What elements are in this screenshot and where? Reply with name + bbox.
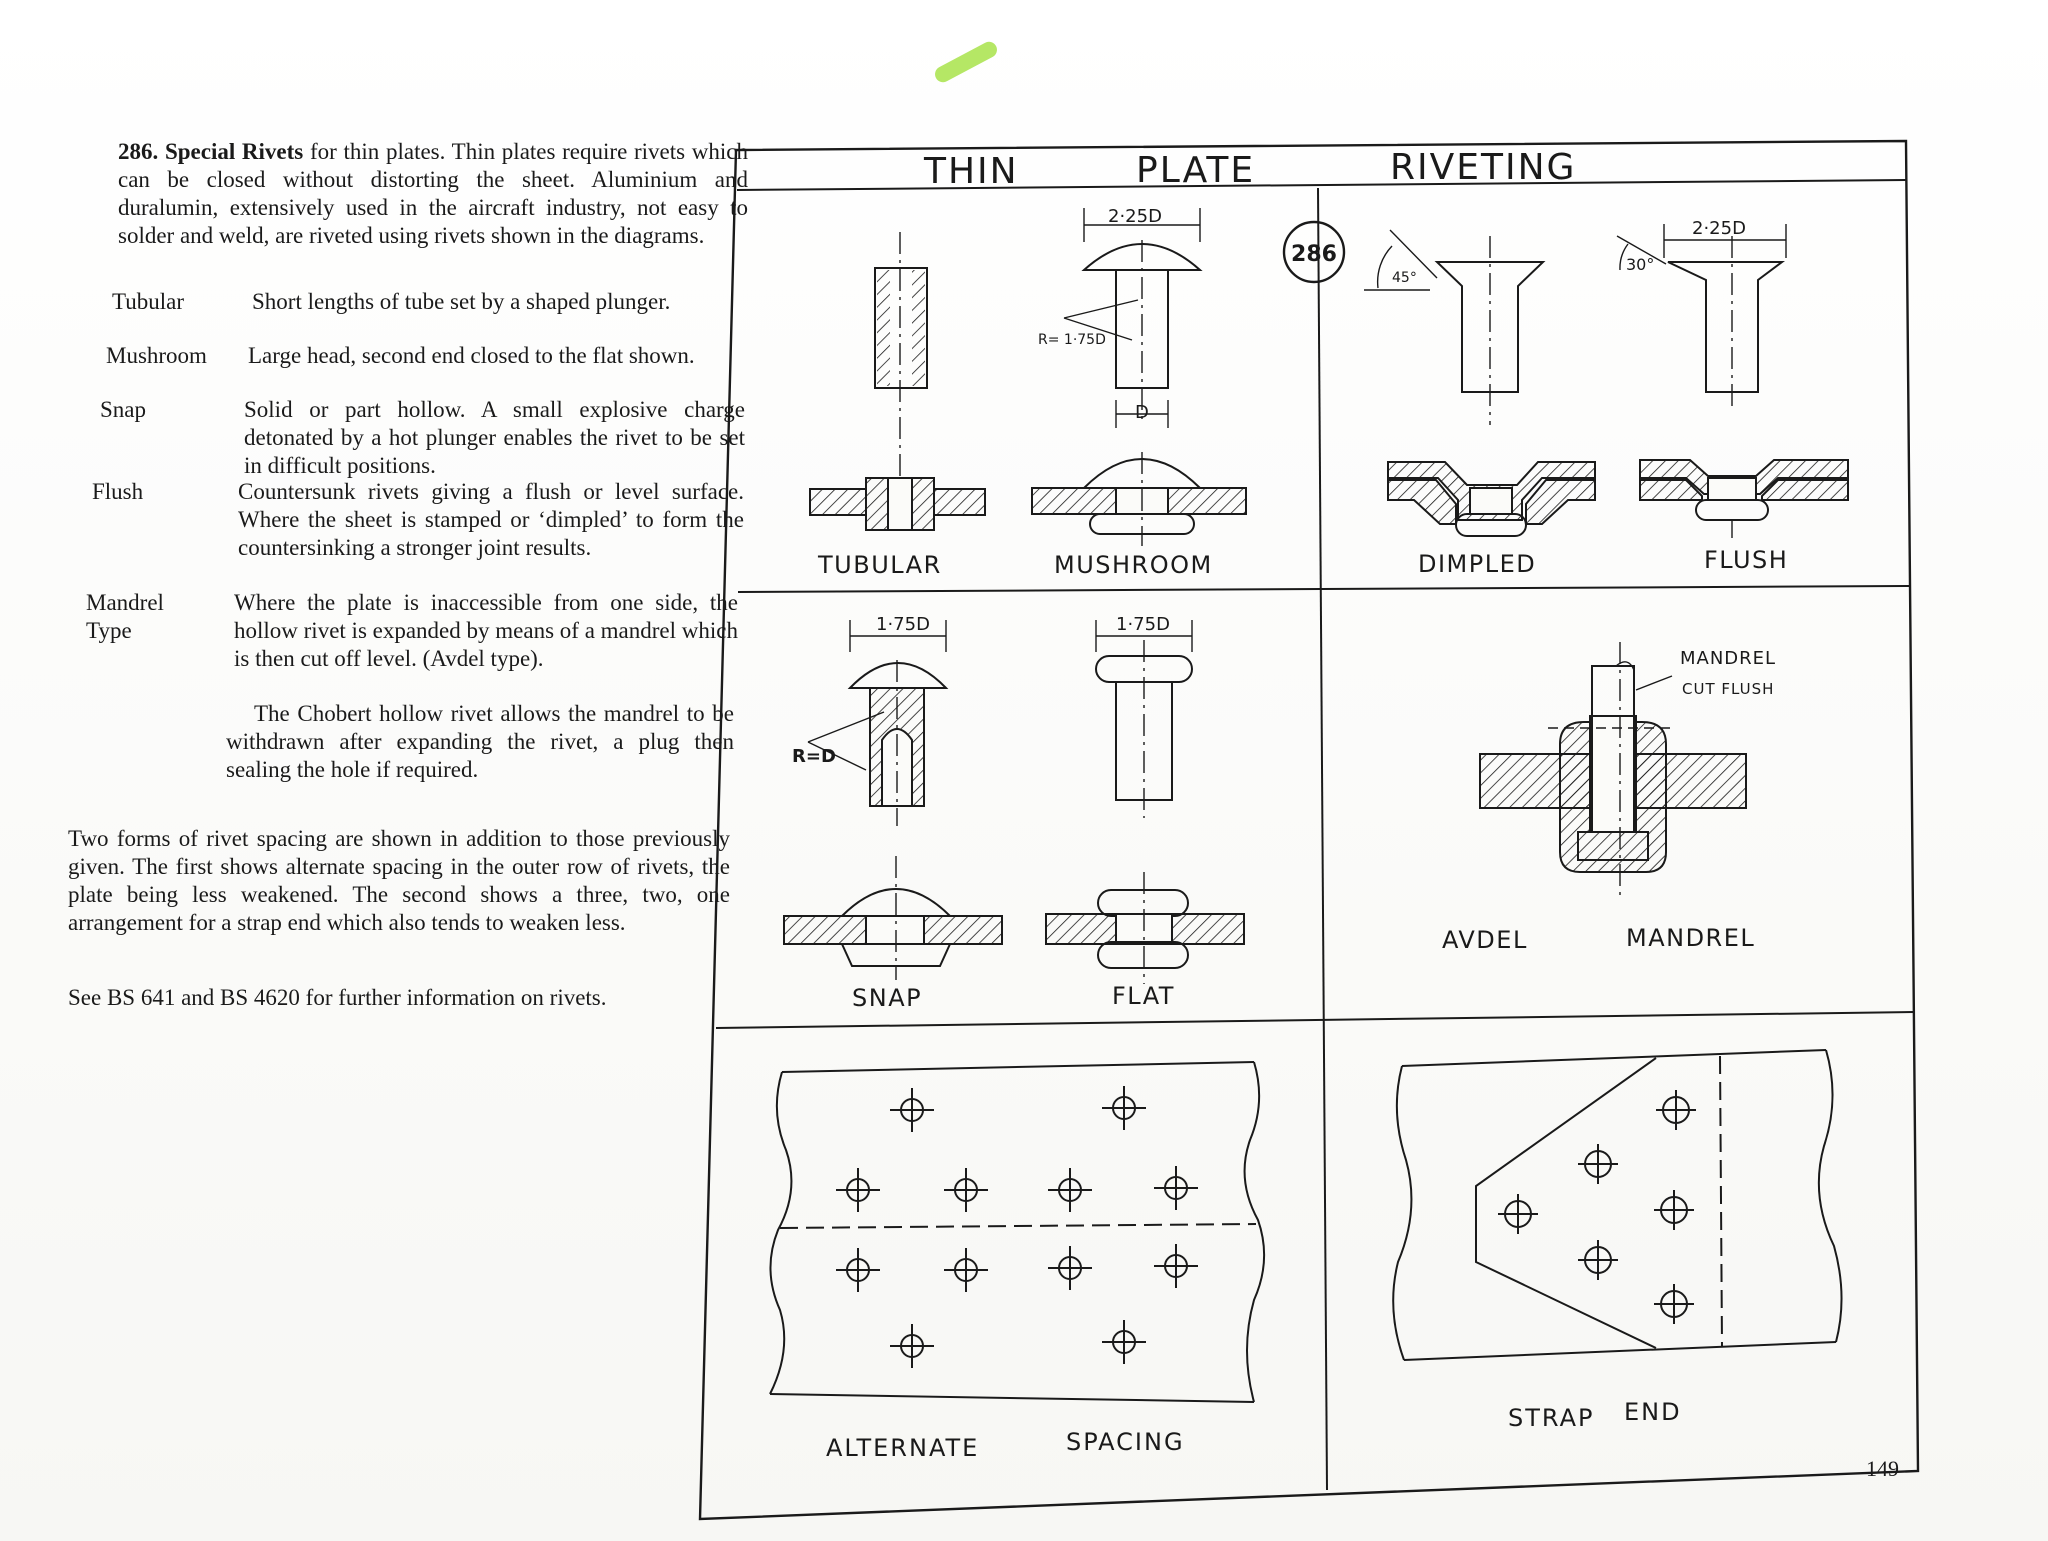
label-flush: FLUSH xyxy=(1704,546,1788,574)
term-flush: Flush xyxy=(92,479,144,504)
label-alternate: ALTERNATE xyxy=(826,1434,979,1462)
note-cut-flush: CUT FLUSH xyxy=(1682,680,1774,698)
label-end: END xyxy=(1624,1398,1682,1426)
term-mandrel-type: Mandrel Type xyxy=(86,590,164,643)
label-flat: FLAT xyxy=(1112,982,1175,1010)
alternate-spacing-drawing xyxy=(769,1061,1266,1403)
label-dimpled: DIMPLED xyxy=(1418,550,1536,578)
dim-d: D xyxy=(1135,402,1149,423)
chobert-paragraph: The Chobert hollow rivet allows the mand… xyxy=(226,701,734,782)
label-snap: SNAP xyxy=(852,984,922,1012)
def-mushroom: Large head, second end closed to the fla… xyxy=(248,343,695,368)
avdel-mandrel-drawing xyxy=(1479,642,1747,900)
label-spacing: SPACING xyxy=(1066,1428,1185,1456)
term-mushroom: Mushroom xyxy=(106,343,207,368)
label-strap: STRAP xyxy=(1508,1404,1595,1432)
dim-1-75d-snap: 1·75D xyxy=(876,614,930,635)
angle-45: 45° xyxy=(1392,270,1417,286)
standards-paragraph: See BS 641 and BS 4620 for further infor… xyxy=(68,985,607,1010)
dim-1-75d-flat: 1·75D xyxy=(1116,614,1170,635)
term-tubular: Tubular xyxy=(112,289,184,314)
label-avdel: AVDEL xyxy=(1442,926,1528,954)
term-snap: Snap xyxy=(100,397,146,422)
figure-border xyxy=(698,139,1920,1521)
vertical-divider xyxy=(1317,187,1328,1491)
article-heading: Special Rivets xyxy=(164,139,304,164)
figure-number-circle xyxy=(1282,220,1346,284)
label-mandrel: MANDREL xyxy=(1626,924,1755,952)
label-mushroom: MUSHROOM xyxy=(1054,551,1213,579)
intro-text: for thin plates. Thin plates require riv… xyxy=(118,139,748,248)
flush-rivet-drawing xyxy=(1616,224,1849,538)
dim-r-d: R=D xyxy=(792,746,836,767)
def-flush: Countersunk rivets giving a flush or lev… xyxy=(238,479,744,560)
title-word-plate: PLATE xyxy=(1136,150,1255,191)
snap-rivet-drawing xyxy=(783,620,1003,980)
title-word-riveting: RIVETING xyxy=(1390,147,1576,188)
def-mandrel-type: Where the plate is inaccessible from one… xyxy=(234,590,738,671)
dim-2-25d-flush: 2·25D xyxy=(1692,218,1746,239)
tubular-rivet-drawing xyxy=(809,232,986,531)
flat-rivet-drawing xyxy=(1045,620,1245,984)
mushroom-rivet-drawing xyxy=(1031,208,1247,546)
figure-number: 286 xyxy=(1291,242,1337,267)
angle-30: 30° xyxy=(1626,255,1654,274)
note-mandrel: MANDREL xyxy=(1680,648,1776,669)
spacing-paragraph: Two forms of rivet spacing are shown in … xyxy=(68,826,730,935)
intro-paragraph: 286. Special Rivets for thin plates. Thi… xyxy=(118,138,748,250)
page-number: 149 xyxy=(1866,1456,1899,1481)
def-tubular: Short lengths of tube set by a shaped pl… xyxy=(252,289,671,314)
dim-2-25d-mushroom: 2·25D xyxy=(1108,206,1162,227)
dimpled-rivet-drawing xyxy=(1364,229,1596,537)
label-tubular: TUBULAR xyxy=(817,551,942,579)
title-bar-line xyxy=(736,179,1907,191)
title-word-thin: THIN xyxy=(923,151,1019,192)
horizontal-divider-1 xyxy=(737,585,1911,593)
def-snap: Solid or part hollow. A small explosive … xyxy=(244,397,745,478)
dim-r-1-75d: R= 1·75D xyxy=(1038,332,1106,348)
strap-end-drawing xyxy=(1392,1049,1843,1361)
article-number: 286. xyxy=(118,139,159,164)
horizontal-divider-2 xyxy=(715,1011,1915,1029)
